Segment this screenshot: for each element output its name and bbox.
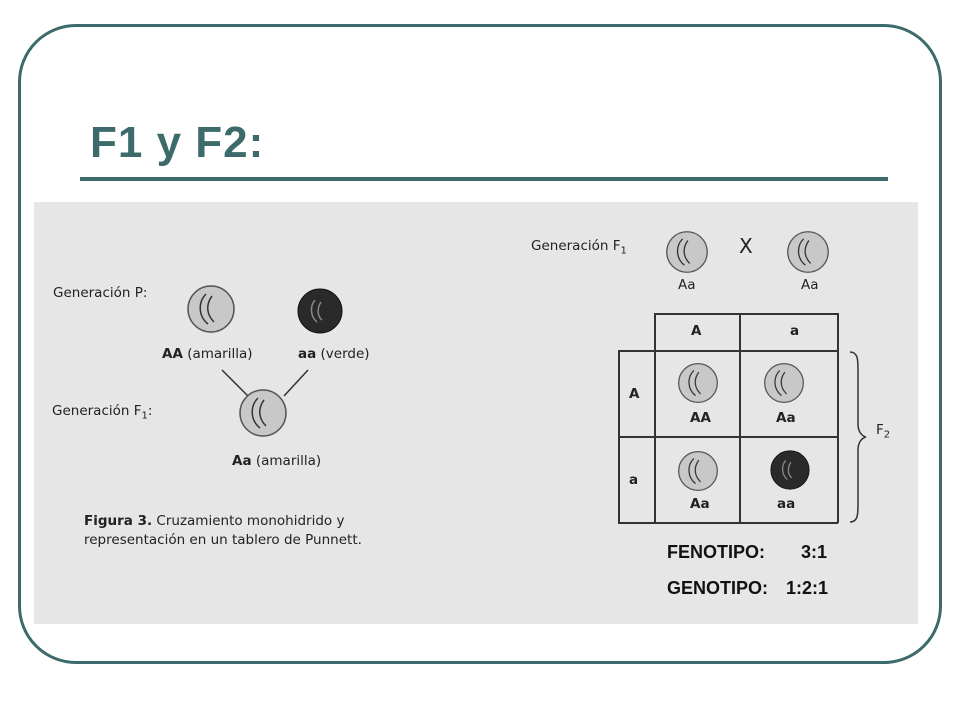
grid-line-header (618, 350, 838, 352)
cell-AA-pea-icon (678, 363, 718, 403)
genotipo-label: GENOTIPO: (667, 578, 769, 598)
gen-f1-colon: : (147, 403, 153, 419)
gen-f1-right-sub: 1 (620, 245, 627, 257)
row-header-A: A (629, 386, 640, 402)
row-header-a: a (629, 472, 639, 488)
f1-yellow-pea-icon (239, 389, 287, 437)
parent2-green-pea-icon (297, 288, 343, 334)
fenotipo-value: 3:1 (801, 542, 828, 562)
cell-Aa1-genotype: Aa (776, 410, 796, 426)
gen-f1-text: Generación F (52, 403, 142, 419)
parent1-phenotype: (amarilla) (187, 346, 253, 362)
f1-genotype: Aa (232, 453, 252, 469)
title-underline (80, 177, 888, 181)
grid-line-top (654, 313, 838, 315)
gen-f1-label-right: Generación F1 (531, 238, 627, 257)
grid-line-bottom (618, 522, 838, 524)
genotipo-value: 1:2:1 (786, 578, 829, 598)
f1-parent-left-pea-icon (666, 231, 708, 273)
f2-brace (849, 351, 867, 523)
f2-label: F2 (876, 422, 890, 441)
grid-line-left (618, 350, 620, 523)
caption-line2: representación en un tablero de Punnett. (84, 532, 362, 548)
col-header-a: a (790, 323, 800, 339)
caption-bold: Figura 3. (84, 513, 153, 529)
grid-line-rowheader (654, 313, 656, 523)
col-header-A: A (691, 323, 702, 339)
fenotipo-label: FENOTIPO: (667, 542, 765, 562)
parent2-label: aa (verde) (298, 346, 370, 362)
slide-title: F1 y F2: (90, 118, 265, 167)
parent1-yellow-pea-icon (187, 285, 235, 333)
parent2-phenotype: (verde) (320, 346, 370, 362)
cell-Aa1-pea-icon (764, 363, 804, 403)
gen-p-label: Generación P: (53, 285, 148, 301)
gen-f1-sub: 1 (141, 410, 148, 422)
slide-frame (18, 24, 942, 664)
figure-panel (34, 202, 918, 624)
cell-aa-pea-icon (770, 450, 810, 490)
figure-caption: Figura 3. Cruzamiento monohidrido y repr… (84, 512, 362, 550)
f1-label: Aa (amarilla) (232, 453, 321, 469)
parent2-genotype: aa (298, 346, 317, 362)
gen-f1-label-left: Generación F1: (52, 403, 152, 422)
caption-line1: Cruzamiento monohidrido y (152, 513, 345, 529)
f2-text: F (876, 422, 884, 438)
parent1-genotype: AA (162, 346, 183, 362)
grid-line-right (837, 313, 839, 523)
cross-symbol: X (739, 234, 753, 258)
f2-sub: 2 (883, 429, 891, 441)
f1-phenotype: (amarilla) (255, 453, 322, 469)
grid-line-middle (618, 436, 838, 438)
cell-Aa2-genotype: Aa (690, 496, 710, 512)
cell-aa-genotype: aa (777, 496, 796, 512)
f1-parent-right-genotype: Aa (801, 277, 819, 293)
cross-lines (221, 369, 309, 397)
grid-line-center (739, 313, 741, 523)
cell-Aa2-pea-icon (678, 451, 718, 491)
gen-f1-right-text: Generación F (531, 238, 621, 254)
f1-parent-right-pea-icon (787, 231, 829, 273)
f1-parent-left-genotype: Aa (678, 277, 696, 293)
parent1-label: AA (amarilla) (162, 346, 253, 362)
cell-AA-genotype: AA (690, 410, 711, 426)
